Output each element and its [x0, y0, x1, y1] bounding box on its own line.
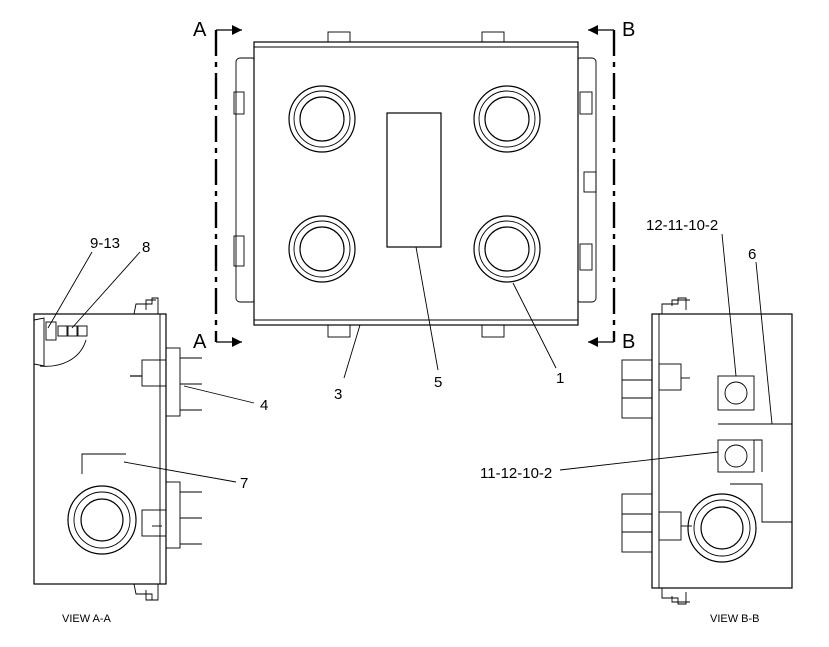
leader-6 [755, 261, 773, 425]
leader-11-12 [559, 451, 719, 471]
leader-7 [123, 461, 237, 483]
callout-6: 6 [748, 246, 756, 263]
hinge-tab [233, 91, 245, 115]
latch-tab [583, 171, 597, 193]
gland-bottom-right [473, 215, 541, 283]
callout-7: 7 [240, 475, 248, 492]
view-bb [621, 297, 793, 605]
caption-view-aa: VIEW A-A [62, 613, 112, 625]
lower-component [717, 439, 755, 473]
mount-clip [327, 324, 351, 338]
section-line-a [214, 25, 242, 347]
right-flange [575, 57, 597, 303]
hinge-tab [579, 243, 593, 271]
terminal [57, 325, 68, 337]
terminal [67, 325, 78, 337]
leader-5 [415, 246, 439, 371]
callout-9-13: 9-13 [90, 235, 120, 252]
view-aa-body [33, 313, 167, 585]
section-line-b [588, 25, 616, 347]
view-aa [33, 297, 202, 601]
callout-3: 3 [334, 386, 342, 403]
view-aa-gland [67, 485, 137, 555]
view-bb-body [651, 313, 793, 589]
callout-12-11-10-2: 12-11-10-2 [646, 217, 718, 234]
main-enclosure-view [233, 31, 597, 338]
center-window [386, 112, 442, 248]
callout-1: 1 [556, 370, 564, 387]
left-flange [235, 57, 257, 303]
leader-1 [512, 282, 557, 369]
standoff-upper [165, 347, 181, 417]
hinge-tab [579, 91, 593, 115]
leader-8 [71, 251, 141, 329]
standoff-lower [165, 481, 181, 549]
gland-nut [658, 363, 682, 391]
callout-4: 4 [260, 397, 268, 414]
leader-3 [343, 324, 361, 379]
terminal [77, 325, 88, 337]
view-bb-gland [687, 493, 757, 563]
callout-8: 8 [142, 239, 150, 256]
section-marker-a-top: A [193, 19, 207, 41]
section-marker-b-bottom: B [622, 331, 635, 353]
caption-view-bb: VIEW B-B [710, 613, 760, 625]
callout-11-12-10-2: 11-12-10-2 [480, 465, 552, 482]
gland-top-left [288, 85, 356, 153]
leader-9-13 [47, 251, 93, 329]
standoff-upper [621, 359, 653, 419]
hinge-tab [233, 235, 245, 267]
standoff-lower [621, 493, 653, 553]
leader-12-11 [721, 233, 737, 377]
gland-nut [141, 359, 167, 387]
section-marker-b-top: B [622, 19, 635, 41]
gland-nut [141, 509, 167, 537]
callout-5: 5 [434, 374, 442, 391]
gland-top-right [473, 85, 541, 153]
mount-clip [481, 324, 505, 338]
leader-4 [183, 385, 255, 404]
section-marker-a-bottom: A [193, 331, 207, 353]
gland-bottom-left [288, 215, 356, 283]
